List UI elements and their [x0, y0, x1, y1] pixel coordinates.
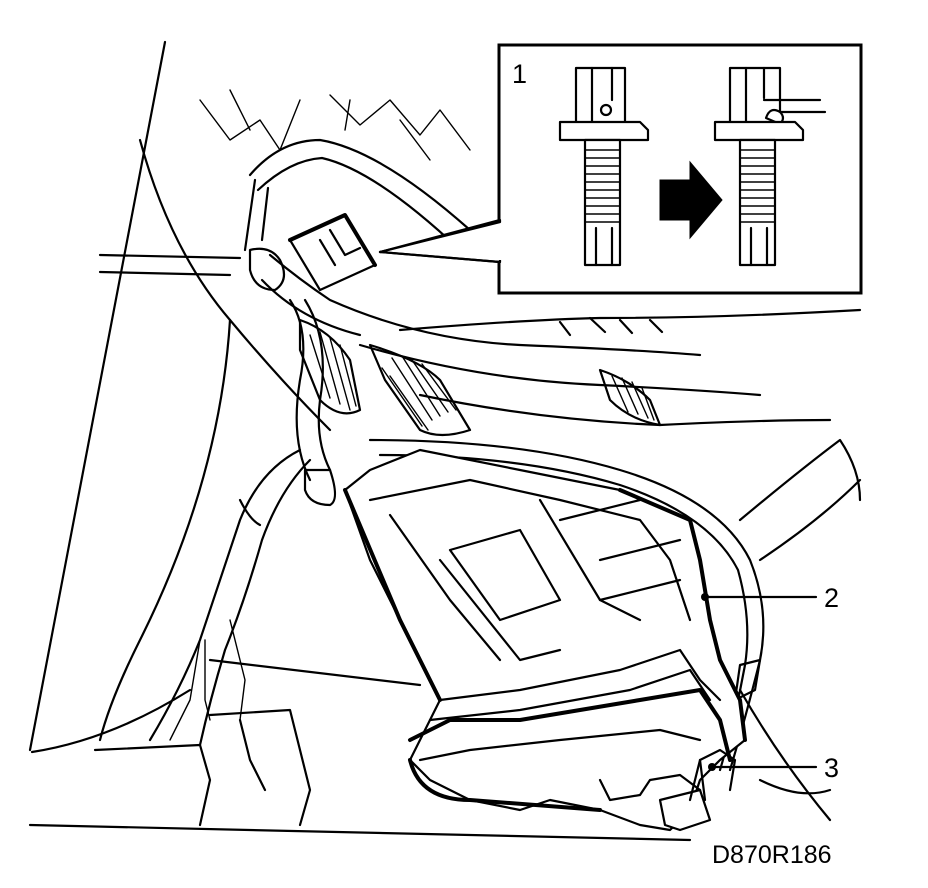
arrow-right-icon: [659, 160, 723, 240]
inset-detail-box: 1: [378, 43, 863, 295]
connector-after: [713, 66, 827, 267]
leader-dot-2: [701, 593, 709, 601]
reference-code: D870R186: [712, 841, 832, 869]
wiring-harness: [148, 138, 862, 747]
callout-leaders: [701, 593, 818, 771]
connector-clip: [288, 213, 377, 292]
leader-dot-3: [708, 763, 716, 771]
brake-light-switch: [343, 448, 747, 832]
callout-label-1: 1: [512, 59, 527, 89]
callout-label-3: 3: [824, 753, 839, 783]
switch-lead-wire: [368, 438, 765, 772]
background-structure: [28, 40, 862, 842]
callout-label-2: 2: [824, 583, 839, 613]
connector-before: [558, 66, 650, 267]
